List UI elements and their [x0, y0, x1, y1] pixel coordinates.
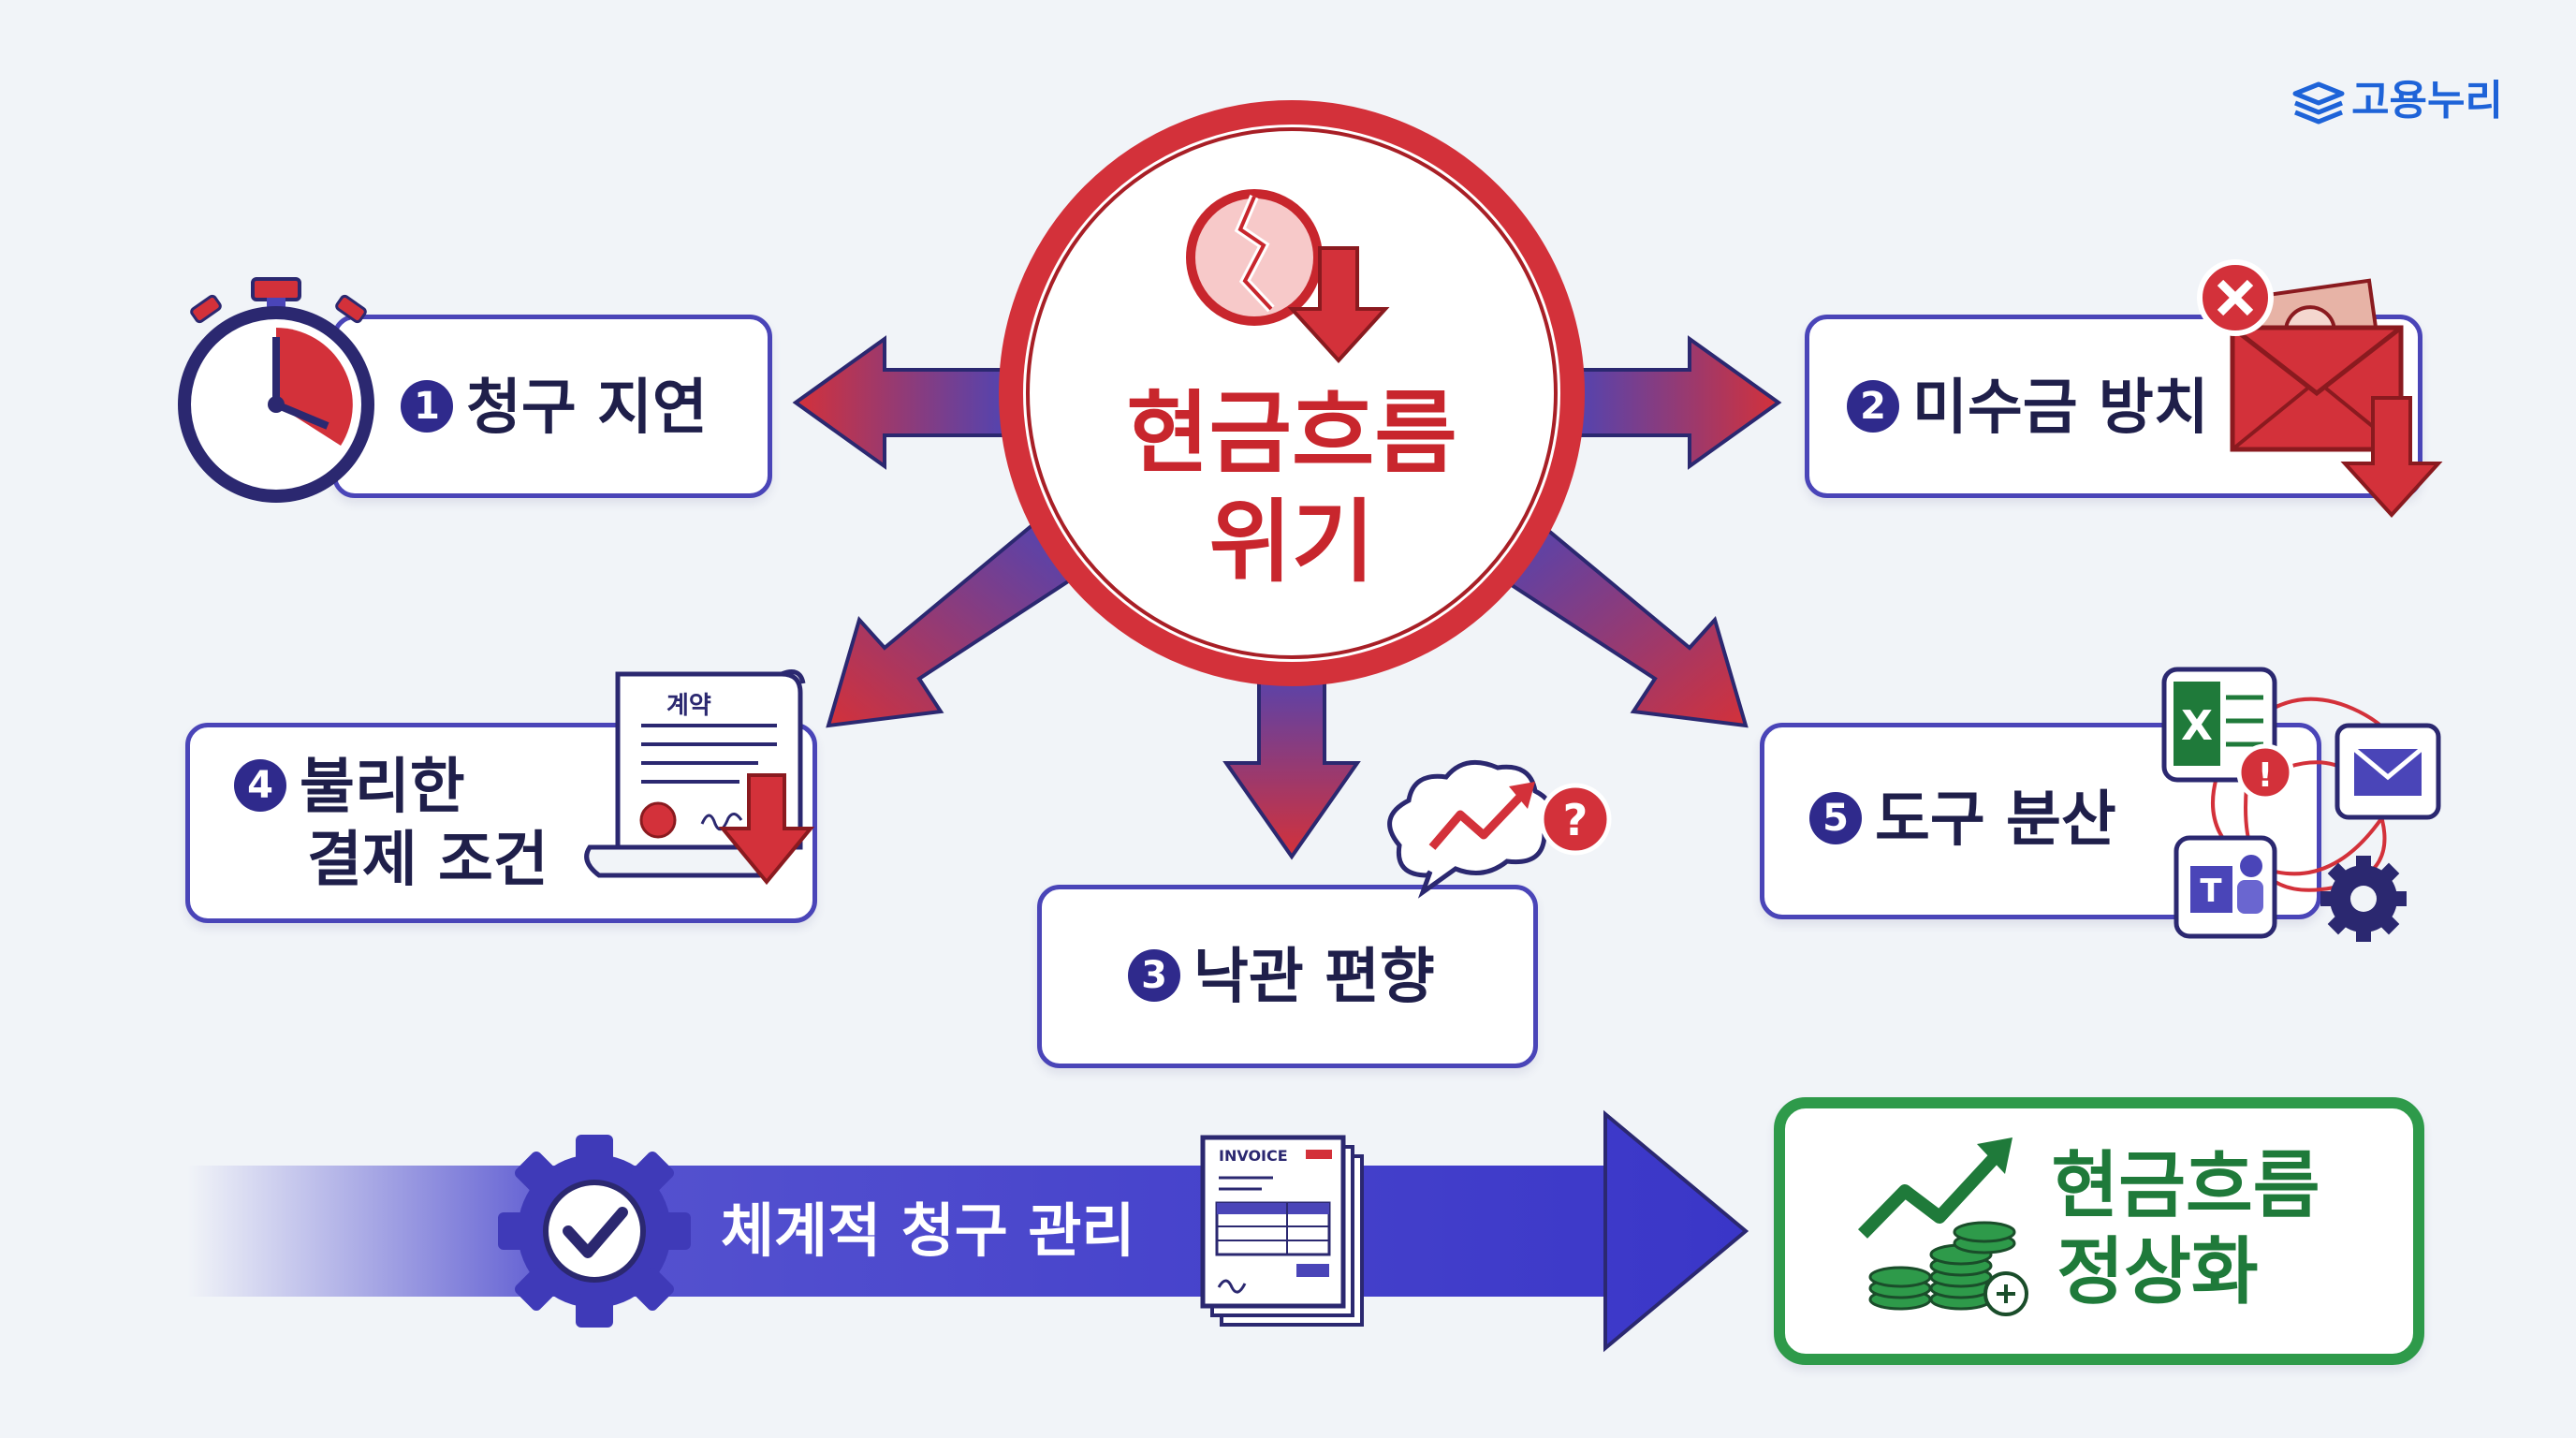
arrow-to-cause-5 [1486, 517, 1749, 728]
result-card [1774, 1097, 2424, 1365]
svg-text:?: ? [1563, 795, 1588, 845]
brand-logo-icon [2292, 81, 2345, 125]
arrow-to-cause-2 [1561, 335, 1782, 470]
svg-text:!: ! [2258, 756, 2273, 795]
cause-label-4: 4 불리한 [234, 751, 465, 824]
cause-number-1: 1 [401, 380, 453, 433]
cause-number-5: 5 [1809, 792, 1862, 845]
result-line1: 현금흐름 [2051, 1144, 2320, 1228]
center-title-line2: 위기 [1208, 490, 1375, 594]
gear-icon [2320, 856, 2407, 942]
email-icon [2334, 723, 2441, 820]
cause-text-5: 도구 분산 [1875, 785, 2116, 855]
cause-text-4-line2: 결제 조건 [307, 826, 549, 895]
brand-logo: 고용누리 [2291, 73, 2503, 129]
cause-number-2: 2 [1847, 380, 1899, 433]
arrow-to-cause-4 [826, 517, 1088, 728]
cause-text-2: 미수금 방치 [1912, 374, 2209, 443]
svg-text:X: X [2181, 702, 2213, 750]
cause-number-4: 4 [234, 759, 286, 813]
cause-card-3 [1037, 885, 1538, 1068]
brand-name: 고용누리 [2351, 77, 2503, 125]
arrow-to-cause-1 [792, 335, 1022, 470]
solution-label: 체계적 청구 관리 [721, 1196, 1135, 1265]
cause-text-4-line1: 불리한 [300, 753, 465, 822]
contract-title: 계약 [666, 692, 711, 720]
broken-circle-down-icon [1186, 189, 1390, 363]
teams-icon: T [2174, 835, 2277, 939]
result-line2: 정상화 [2056, 1230, 2259, 1314]
invoice-title: INVOICE [1219, 1147, 1288, 1165]
crisis-circle [999, 100, 1585, 686]
svg-text:T: T [2200, 873, 2222, 910]
cause-text-1: 청구 지연 [466, 374, 708, 443]
center-title-line1: 현금흐름 [1126, 381, 1457, 486]
cause-number-3: 3 [1128, 949, 1180, 1003]
cause-text-3: 낙관 편향 [1193, 943, 1435, 1012]
